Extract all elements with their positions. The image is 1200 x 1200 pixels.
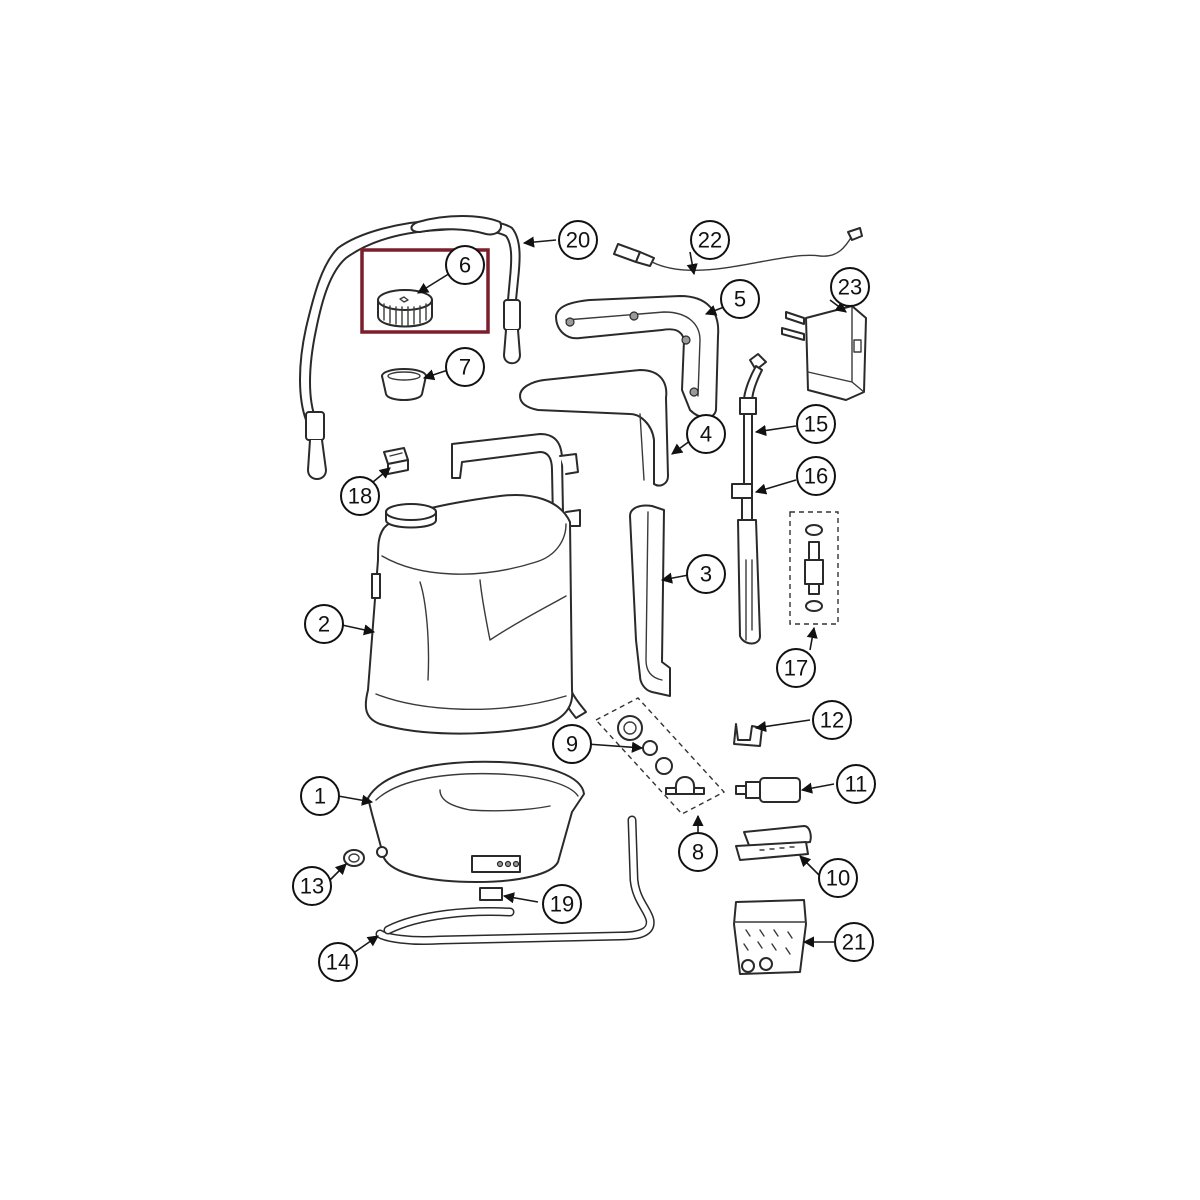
callout-17: 17 — [776, 648, 816, 688]
callout-13-label: 13 — [300, 874, 324, 899]
part-tank-cap — [377, 289, 433, 328]
callout-5-label: 5 — [734, 287, 746, 312]
callout-22-label: 22 — [698, 228, 722, 253]
part-strainer-cup — [381, 368, 427, 401]
callout-14: 14 — [318, 942, 358, 982]
part-spray-lance — [731, 353, 767, 645]
part-base-tray — [367, 760, 585, 883]
callout-23-label: 23 — [838, 275, 862, 300]
callout-18: 18 — [340, 476, 380, 516]
callout-9-label: 9 — [566, 732, 578, 757]
callout-12-label: 12 — [820, 708, 844, 733]
callout-17-label: 17 — [784, 656, 808, 681]
callout-3: 3 — [686, 554, 726, 594]
part-fittings-kit — [789, 511, 839, 625]
callout-8-label: 8 — [692, 840, 704, 865]
callout-1: 1 — [300, 776, 340, 816]
callout-2: 2 — [304, 604, 344, 644]
callout-19: 19 — [542, 884, 582, 924]
callout-15: 15 — [796, 404, 836, 444]
callout-14-label: 14 — [326, 950, 350, 975]
callout-7-label: 7 — [459, 355, 471, 380]
part-pump-kit — [594, 697, 726, 815]
part-back-plate — [519, 369, 669, 487]
callout-3-label: 3 — [700, 562, 712, 587]
part-usb-cable — [613, 227, 863, 271]
part-screw-bag — [733, 899, 807, 975]
callout-7: 7 — [445, 347, 485, 387]
callout-4-label: 4 — [700, 422, 712, 447]
part-shoulder-strap — [299, 215, 521, 480]
part-battery — [735, 825, 812, 861]
callout-23: 23 — [830, 267, 870, 307]
callout-21-label: 21 — [842, 930, 866, 955]
callout-9: 9 — [552, 724, 592, 764]
callout-22: 22 — [690, 220, 730, 260]
callout-5: 5 — [720, 279, 760, 319]
callout-13: 13 — [292, 866, 332, 906]
callout-20: 20 — [558, 220, 598, 260]
callout-15-label: 15 — [804, 412, 828, 437]
part-pad — [479, 887, 503, 901]
callout-6: 6 — [445, 245, 485, 285]
part-hose — [375, 815, 655, 945]
callout-16-label: 16 — [804, 464, 828, 489]
callout-4: 4 — [686, 414, 726, 454]
callout-19-label: 19 — [550, 892, 574, 917]
callout-1-label: 1 — [314, 784, 326, 809]
callout-21: 21 — [834, 922, 874, 962]
callout-12: 12 — [812, 700, 852, 740]
callout-11-label: 11 — [845, 772, 868, 797]
part-drain-plug — [343, 849, 365, 867]
part-6-highlight-box — [360, 248, 490, 334]
callout-6-label: 6 — [459, 253, 471, 278]
callout-8: 8 — [678, 832, 718, 872]
part-pump-motor — [735, 777, 801, 803]
part-tank — [364, 494, 574, 735]
callout-10-label: 10 — [826, 866, 850, 891]
part-charger — [781, 305, 867, 401]
callout-10: 10 — [818, 858, 858, 898]
callout-16: 16 — [796, 456, 836, 496]
callout-2-label: 2 — [318, 612, 330, 637]
callout-20-label: 20 — [566, 228, 590, 253]
part-side-rail — [629, 504, 671, 697]
callout-18-label: 18 — [348, 484, 372, 509]
callout-11: 11 — [836, 764, 876, 804]
